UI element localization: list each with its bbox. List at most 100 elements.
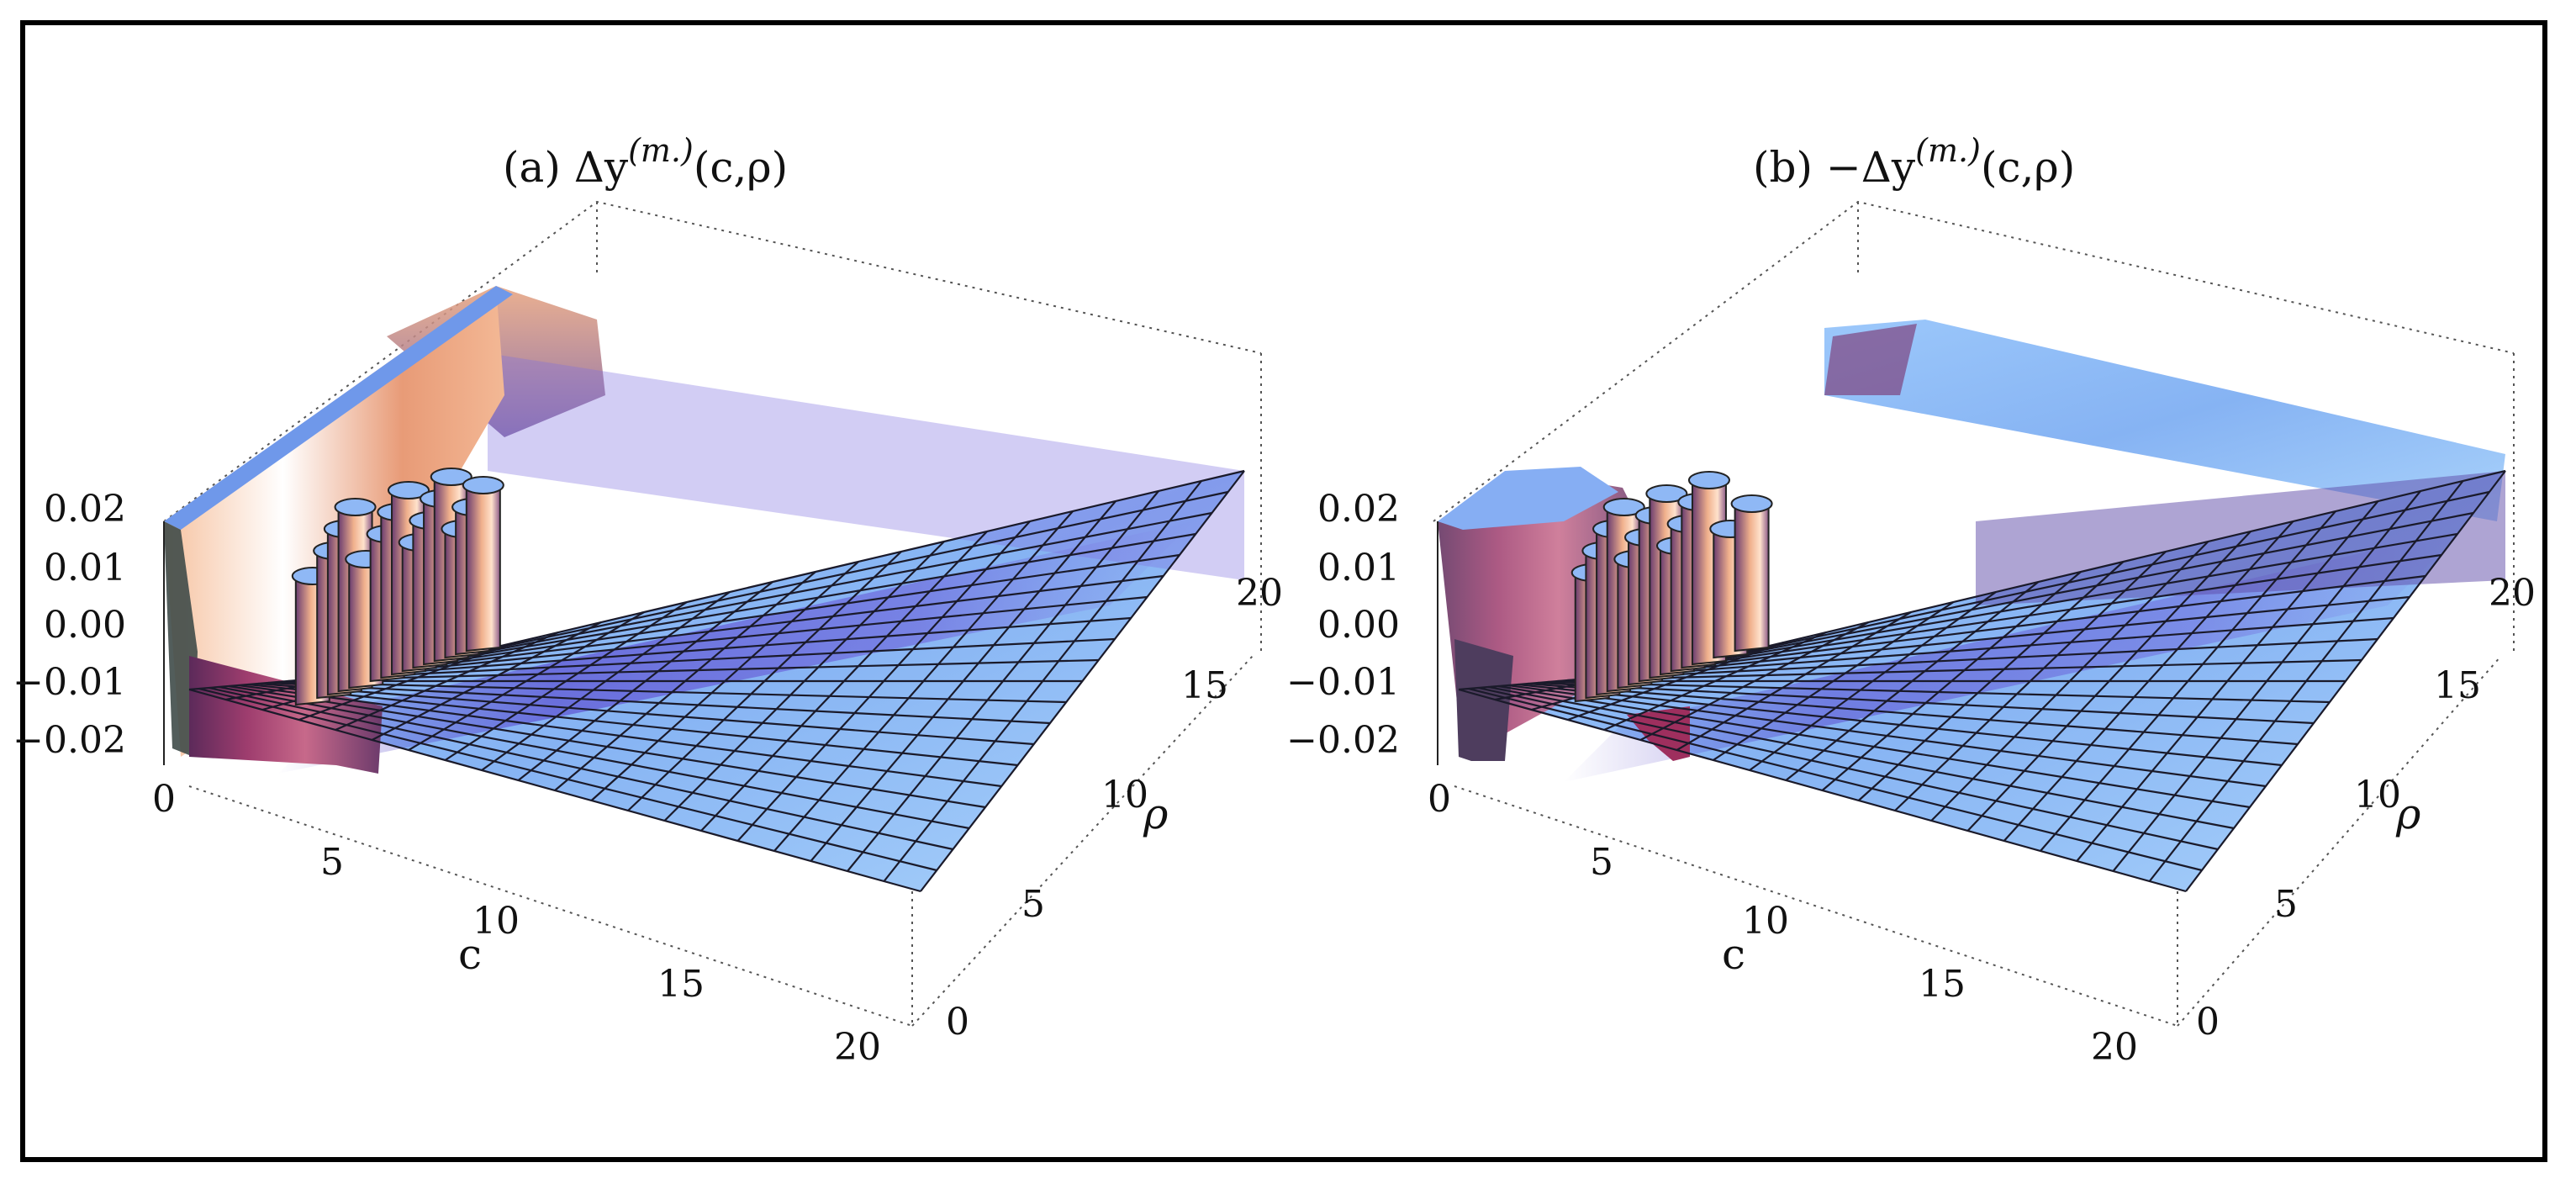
x-tick-label: 20 — [2091, 1026, 2138, 1069]
panel-a-back-shadow — [488, 353, 1244, 580]
z-tick-label: 0.00 — [1317, 604, 1400, 647]
mesh-line-c — [700, 531, 988, 832]
y-tick-label: 0 — [946, 1001, 969, 1044]
mesh-line-rho — [377, 490, 1228, 675]
mesh-line-c — [2076, 500, 2379, 862]
panel-b-negative-left — [1454, 639, 1513, 761]
mesh-line-c — [773, 510, 1074, 852]
z-tick-label: 0.02 — [44, 488, 126, 531]
x-tick-label: 0 — [1428, 778, 1451, 821]
y-tick-label: 15 — [1181, 664, 1228, 707]
z-tick-label: 0.01 — [1317, 547, 1400, 589]
mesh-line-rho — [1626, 532, 2458, 677]
mesh-line-rho — [1576, 637, 2378, 681]
z-tick-label: −0.02 — [1286, 719, 1400, 762]
mesh-line-rho — [1586, 616, 2394, 680]
mesh-line-rho — [367, 511, 1212, 676]
mesh-line-rho — [1616, 553, 2442, 678]
mesh-line-rho — [346, 553, 1180, 678]
panel-b-back-floor — [1824, 320, 2505, 521]
panel-a-x-label: c — [458, 930, 482, 979]
y-tick-label: 10 — [2354, 774, 2401, 816]
y-tick-label: 5 — [2274, 883, 2298, 926]
surface-spike — [1734, 499, 1770, 653]
x-tick-label: 15 — [1919, 963, 1966, 1006]
x-tick-label: 15 — [657, 963, 705, 1006]
mesh-line-rho — [337, 574, 1164, 679]
panel-a-y-ticks: 0 5 10 15 20 — [946, 572, 1283, 1044]
panel-b-x-ticks: 0 5 10 15 20 — [1428, 778, 2138, 1069]
panel-a-y-label: ρ — [1143, 790, 1169, 838]
mesh-line-c — [810, 500, 1116, 862]
mesh-line-rho — [1636, 511, 2474, 676]
x-tick-label: 10 — [472, 900, 520, 943]
z-tick-label: −0.01 — [13, 661, 126, 704]
surface-spike — [465, 481, 501, 653]
panel-b-spikes — [1570, 471, 1773, 703]
mesh-line-rho — [307, 637, 1116, 681]
panel-a-spikes — [291, 468, 504, 706]
panel-a-title: (a) Δy(m.)(c,ρ) — [503, 132, 788, 192]
z-tick-label: −0.01 — [1286, 661, 1400, 704]
spike-cap — [334, 498, 377, 516]
mesh-line-c — [2003, 521, 2294, 842]
x-tick-label: 10 — [1742, 900, 1789, 943]
mesh-line-rho — [1607, 574, 2426, 679]
panel-b-y-ticks: 0 5 10 15 20 — [2196, 572, 2536, 1044]
mesh-line-c — [1930, 541, 2209, 822]
y-tick-label: 5 — [1021, 883, 1045, 926]
mesh-line-rho — [327, 595, 1148, 679]
z-tick-label: 0.01 — [44, 547, 126, 589]
mesh-line-c — [2112, 490, 2421, 872]
panel-b-x-label: c — [1722, 930, 1745, 979]
mesh-line-c — [2148, 480, 2464, 882]
panel-a-x-ticks: 0 5 10 15 20 — [152, 778, 881, 1069]
mesh-line-rho — [386, 469, 1245, 674]
mesh-line-rho — [1567, 658, 2362, 682]
spike-cap — [430, 468, 472, 486]
mesh-line-c — [590, 561, 859, 801]
spike-cap — [1645, 484, 1688, 503]
spike-cap — [1730, 494, 1773, 513]
mesh-line-rho — [317, 616, 1132, 680]
panel-b-negative-spike — [1627, 706, 1690, 761]
panel-b-y-label: ρ — [2395, 790, 2421, 838]
panel-b-mesh — [1458, 469, 2506, 893]
mesh-line-c — [1966, 531, 2251, 832]
z-tick-label: 0.02 — [1317, 488, 1400, 531]
y-tick-label: 15 — [2434, 664, 2481, 707]
x-tick-label: 5 — [1590, 841, 1613, 884]
mesh-line-c — [883, 480, 1202, 882]
panel-b-back-ridge — [1824, 324, 1917, 395]
mesh-line-c — [920, 470, 1245, 892]
mesh-line-c — [1894, 551, 2167, 811]
y-tick-label: 20 — [2489, 572, 2536, 615]
panel-b: (b) −Δy(m.)(c,ρ) 0.02 0.01 0.00 −0.01 −0… — [1286, 132, 2536, 1069]
x-tick-label: 5 — [320, 841, 344, 884]
spike-cap — [1602, 498, 1645, 516]
z-tick-label: −0.02 — [13, 719, 126, 762]
y-tick-label: 0 — [2196, 1001, 2220, 1044]
z-tick-label: 0.00 — [44, 604, 126, 647]
x-tick-label: 0 — [152, 778, 176, 821]
panel-a-z-ticks: 0.02 0.01 0.00 −0.01 −0.02 — [13, 488, 126, 762]
mesh-line-c — [736, 521, 1031, 842]
mesh-line-c — [627, 551, 902, 811]
panel-b-box — [1433, 200, 2515, 1027]
mesh-line-c — [847, 490, 1159, 872]
mesh-line-rho — [356, 532, 1196, 677]
mesh-line-rho — [1597, 595, 2410, 679]
spike-cap — [1687, 471, 1730, 489]
mesh-line-c — [2185, 470, 2506, 892]
mesh-line-c — [2040, 510, 2336, 852]
mesh-line-rho — [1655, 469, 2506, 674]
panel-b-block-top — [1438, 467, 1618, 530]
mesh-line-c — [663, 541, 945, 822]
x-tick-label: 20 — [834, 1026, 881, 1069]
y-tick-label: 10 — [1101, 774, 1148, 816]
spike-cap — [388, 481, 430, 499]
panel-b-z-ticks: 0.02 0.01 0.00 −0.01 −0.02 — [1286, 488, 1400, 762]
y-tick-label: 20 — [1236, 572, 1283, 615]
panel-a-mesh — [188, 469, 1245, 893]
